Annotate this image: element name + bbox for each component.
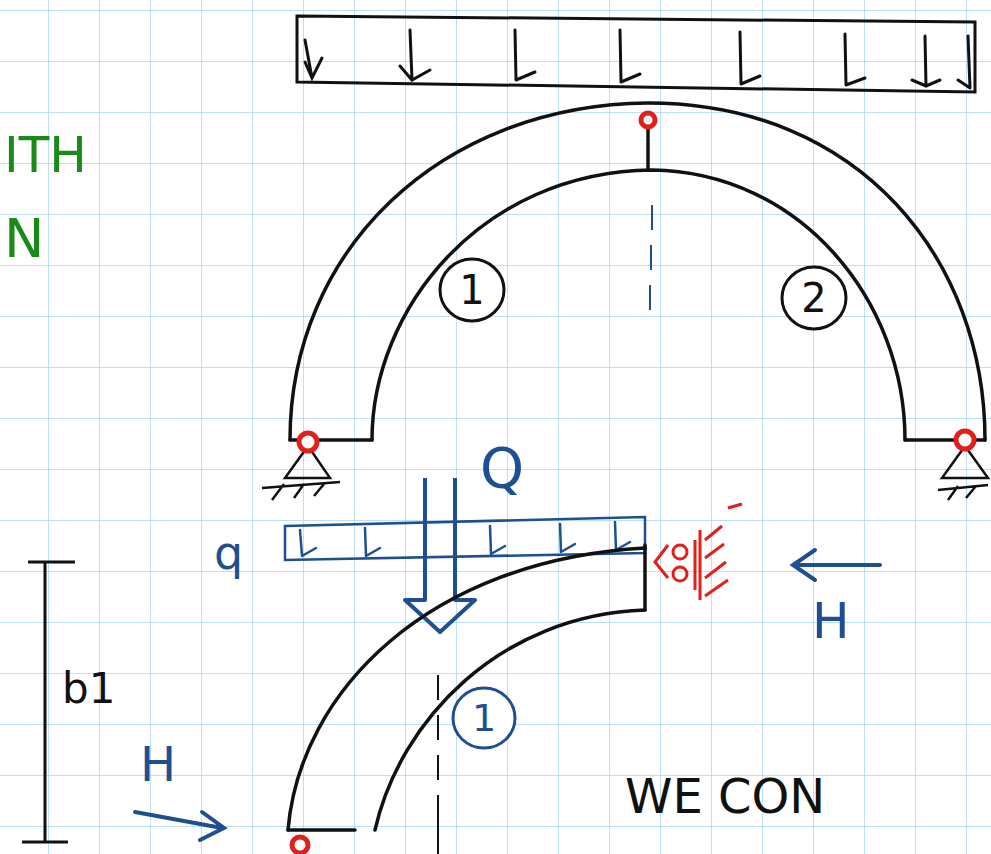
arch — [290, 103, 985, 440]
half-arch — [288, 545, 645, 830]
member-number: 1 — [459, 270, 484, 310]
hinge — [299, 113, 974, 451]
member-circle: 1 — [437, 255, 507, 325]
load-label: Q — [480, 440, 524, 496]
axis-line — [437, 675, 439, 854]
member-circle: 1 — [450, 684, 518, 752]
distributed-load — [297, 16, 975, 92]
hinge — [292, 837, 308, 853]
note-text: WE CON — [625, 772, 825, 820]
member-circle: 2 — [779, 263, 849, 333]
axis-line — [650, 205, 652, 310]
force-label: H — [812, 596, 850, 646]
slider-support — [655, 504, 742, 600]
note-text: ITH — [4, 130, 87, 180]
dimension-label: b1 — [62, 668, 115, 710]
resultant-arrow — [405, 478, 475, 632]
force-arrow — [135, 812, 224, 840]
member-number: 2 — [801, 278, 826, 318]
pin-support — [262, 446, 988, 500]
load-label: q — [214, 530, 243, 576]
force-label: H — [140, 740, 176, 788]
member-number: 1 — [472, 699, 496, 737]
note-text: N — [4, 212, 44, 266]
force-arrow — [793, 550, 880, 580]
